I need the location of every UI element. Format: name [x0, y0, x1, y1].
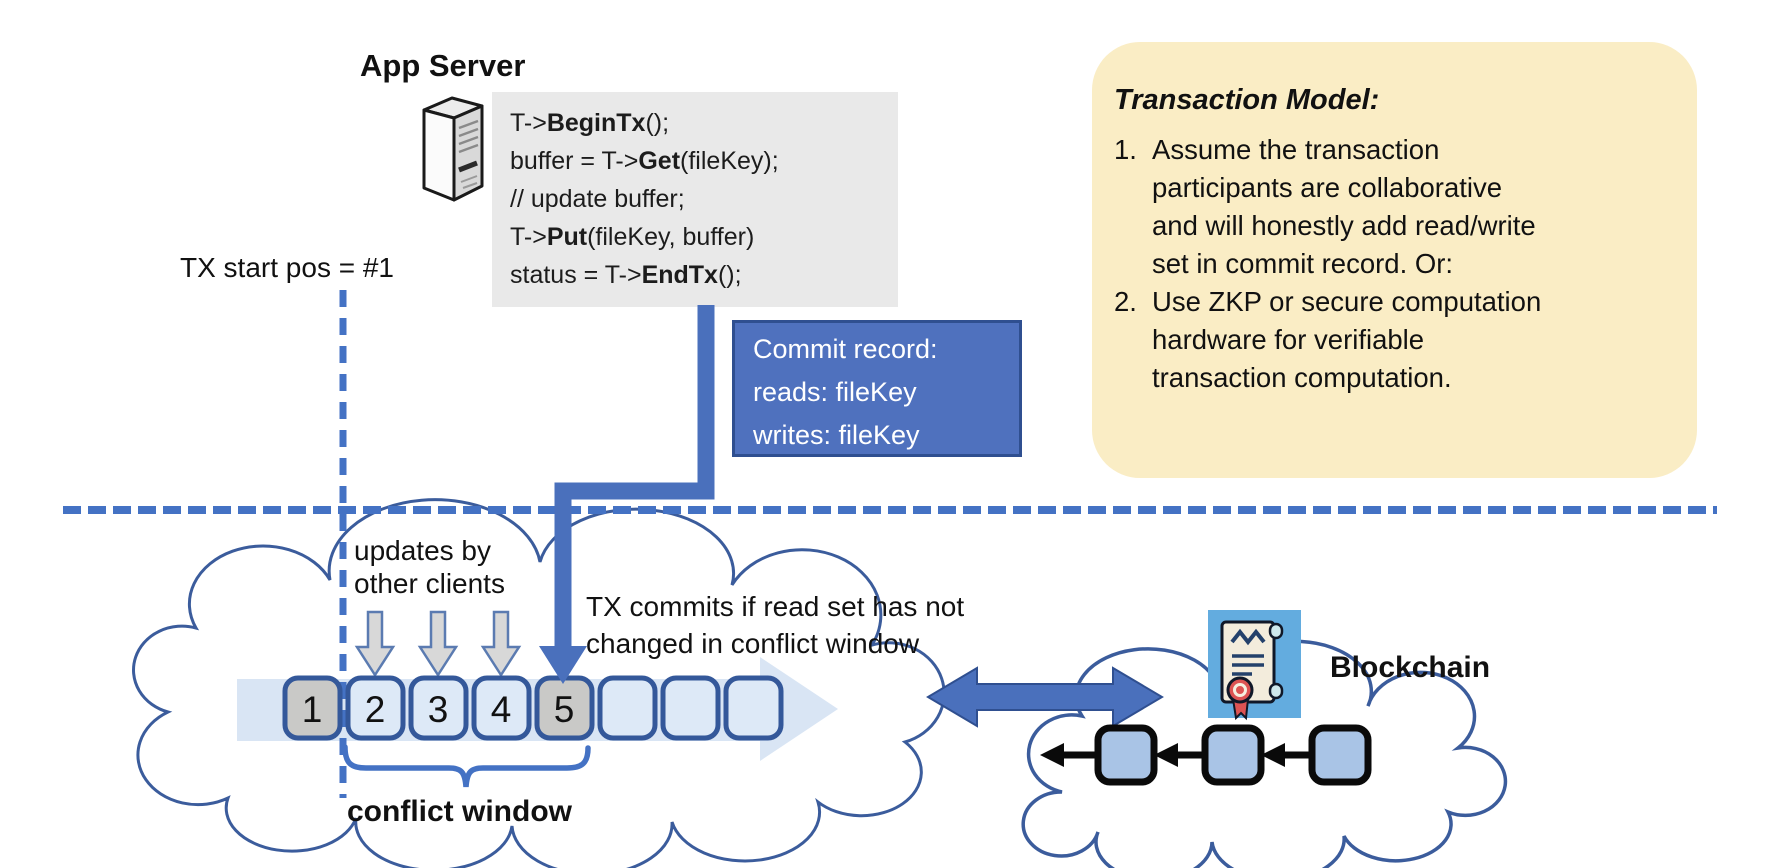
note-title: Transaction Model: — [1114, 84, 1380, 116]
commit-record-line: writes: fileKey — [753, 420, 920, 450]
tx-commits-note: TX commits if read set has not changed i… — [586, 591, 965, 659]
code-line: status = T->EndTx(); — [510, 261, 742, 289]
app-server-code-box: T->BeginTx(); buffer = T->Get(fileKey); … — [492, 92, 898, 307]
updates-by-other-clients-label: updates by other clients — [354, 535, 505, 599]
tx-start-pos-label: TX start pos = #1 — [180, 252, 394, 283]
transaction-model-note: Transaction Model: 1. Assume the transac… — [1092, 42, 1697, 478]
blockchain-label: Blockchain — [1330, 651, 1491, 684]
code-line: // update buffer; — [510, 185, 685, 213]
note-item-2: 2. Use ZKP or secure computation hardwar… — [1114, 286, 1542, 393]
note-item-1: 1. Assume the transaction participants a… — [1114, 134, 1536, 279]
commit-record-box: Commit record: reads: fileKey writes: fi… — [732, 320, 1022, 457]
commit-record-line: reads: fileKey — [753, 377, 917, 407]
conflict-window-label: conflict window — [347, 795, 572, 828]
code-line: T->BeginTx(); — [510, 109, 670, 137]
commit-record-line: Commit record: — [753, 334, 938, 364]
code-line: buffer = T->Get(fileKey); — [510, 147, 779, 175]
code-line: T->Put(fileKey, buffer) — [510, 223, 755, 251]
app-server-title: App Server — [360, 48, 526, 83]
